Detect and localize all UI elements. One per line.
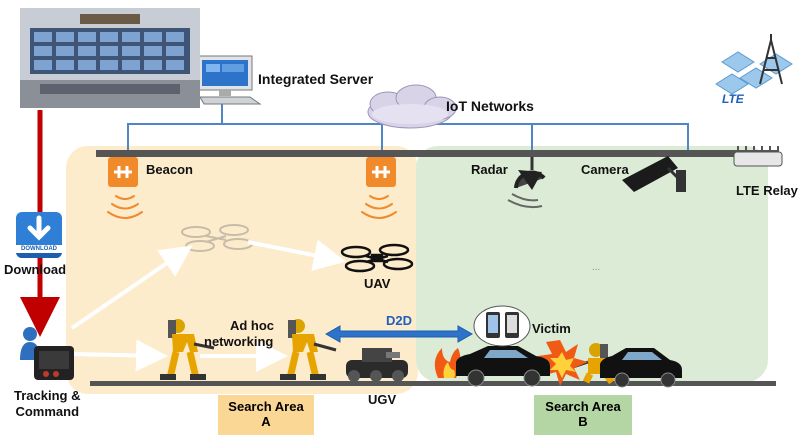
victim-label: Victim: [532, 321, 571, 336]
lte-relay-icon: [733, 146, 783, 167]
beacon-label: Beacon: [146, 162, 193, 177]
ground-rail: [90, 381, 776, 386]
ad-hoc-label: Ad hoc: [222, 318, 282, 333]
top-rail: [96, 150, 778, 157]
integrated-server-label: Integrated Server: [258, 71, 374, 87]
d2d-label: D2D: [386, 313, 413, 328]
camera-icon: [622, 156, 686, 192]
lte-tower-icon: [715, 34, 793, 95]
control-room-image: [20, 8, 200, 108]
radar-label: Radar: [471, 162, 508, 177]
search-area-b-line2: B: [578, 414, 588, 429]
uav-icon: [340, 243, 414, 273]
victim-phone-bubble: [473, 305, 531, 347]
search-area-b-line1: Search Area: [545, 399, 621, 414]
iot-cloud-icon: [367, 84, 457, 129]
uav-label: UAV: [364, 276, 391, 291]
download-label: Download: [4, 262, 67, 277]
ad-hoc-label-line1: Ad hoc: [229, 318, 275, 333]
search-area-a-label: Search Area A: [218, 395, 314, 435]
ad-hoc-label-line2: networking: [204, 334, 274, 349]
iot-networks-label: IoT Networks: [446, 98, 534, 114]
radar-icon: [507, 157, 546, 209]
fire-icon: [434, 348, 461, 378]
firefighter-icon: [160, 319, 215, 380]
flow-arrows: [70, 239, 346, 372]
search-area-b-label: Search Area B: [534, 395, 632, 435]
beacon-device-icon: [366, 157, 396, 187]
ellipsis-text: ...: [592, 262, 601, 273]
car-icon: [600, 348, 682, 388]
tracking-device-icon: [34, 346, 74, 380]
beacon-device-icon: [108, 157, 138, 187]
search-area-a-line2: A: [261, 414, 271, 429]
uav-faded-icon: [181, 224, 253, 252]
beacon-signal-icon: [107, 195, 397, 219]
camera-label: Camera: [581, 162, 629, 177]
control-room-photo: [20, 8, 200, 108]
download-badge: DOWNLOAD: [16, 245, 62, 253]
search-area-a-line1: Search Area: [228, 399, 304, 414]
tracking-label-line2: Command: [15, 404, 80, 419]
tracking-command-label: Tracking & Command: [14, 388, 80, 420]
d2d-link-arrow: [324, 325, 474, 343]
firefighter-icon: [280, 319, 337, 380]
integrated-server-computer-icon: [197, 55, 262, 105]
search-area-b-zone: [416, 146, 768, 382]
explosion-icon: [538, 340, 588, 386]
lte-label: LTE: [722, 92, 744, 106]
tracking-label-line1: Tracking &: [14, 388, 81, 403]
ugv-label: UGV: [368, 392, 397, 407]
lte-relay-label: LTE Relay: [736, 183, 798, 198]
ugv-icon: [346, 348, 408, 382]
car-icon: [456, 346, 550, 387]
download-icon: DOWNLOAD: [16, 212, 62, 258]
